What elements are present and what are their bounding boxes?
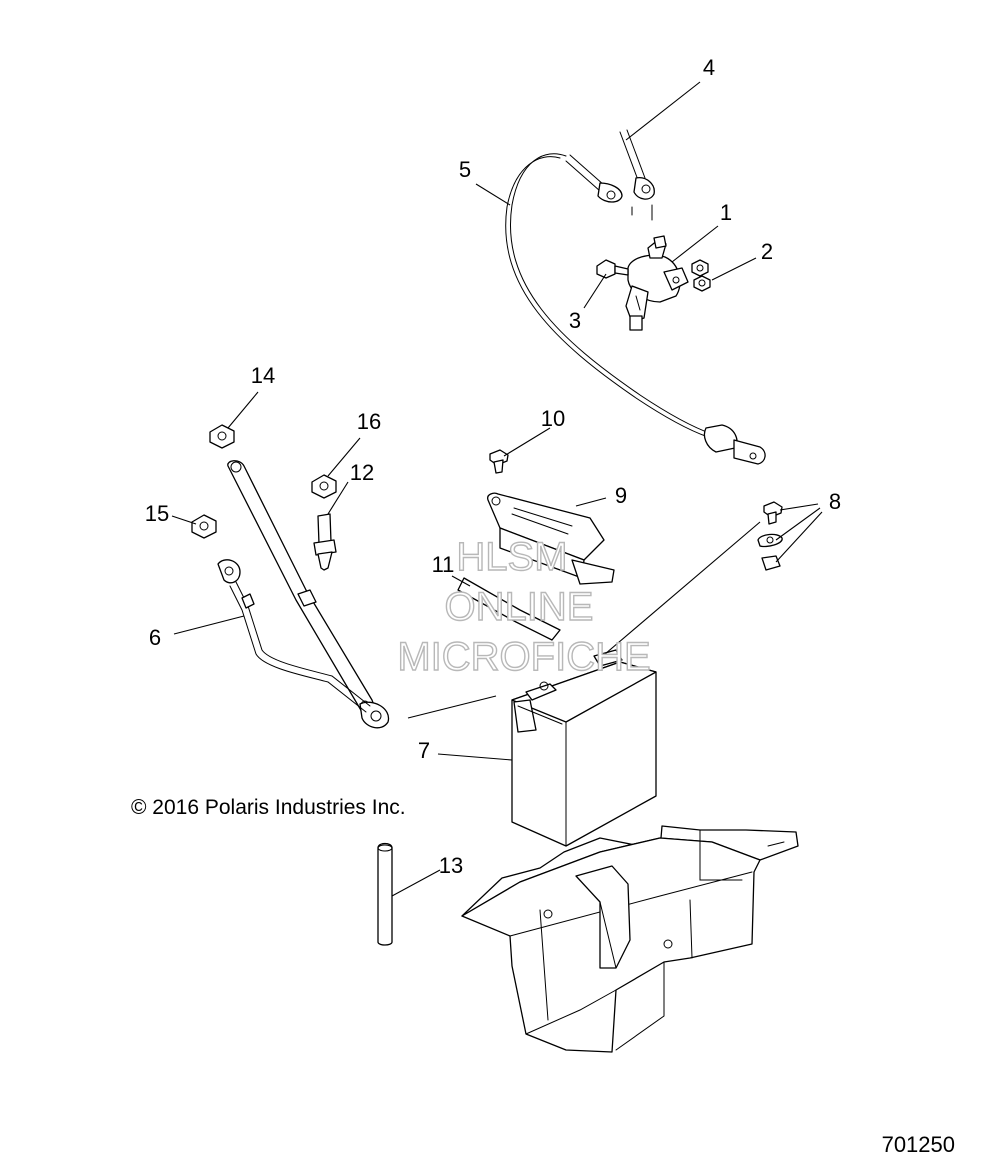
callout-7: 7 bbox=[418, 738, 430, 763]
callout-5: 5 bbox=[459, 157, 471, 182]
battery-7 bbox=[511, 649, 657, 847]
watermark-line-1: HLSM bbox=[456, 535, 567, 579]
drawing-number: 701250 bbox=[882, 1132, 955, 1157]
callouts: 1 2 3 4 5 6 7 8 9 10 11 12 13 14 15 16 bbox=[145, 55, 841, 878]
watermark-line-3: MICROFICHE bbox=[397, 635, 650, 679]
nut-15 bbox=[191, 514, 217, 539]
callout-1: 1 bbox=[720, 200, 732, 225]
battery-cable-5 bbox=[505, 153, 766, 465]
callout-12: 12 bbox=[350, 460, 374, 485]
callout-15: 15 bbox=[145, 501, 169, 526]
nuts-2 bbox=[691, 259, 711, 292]
callout-10: 10 bbox=[541, 406, 565, 431]
battery-strap bbox=[227, 460, 390, 729]
callout-13: 13 bbox=[439, 853, 463, 878]
nut-14 bbox=[209, 424, 235, 449]
callout-2: 2 bbox=[761, 239, 773, 264]
nut-16 bbox=[311, 474, 337, 499]
copyright-text: © 2016 Polaris Industries Inc. bbox=[131, 796, 406, 819]
pad-11 bbox=[457, 577, 561, 641]
callout-4: 4 bbox=[703, 55, 715, 80]
battery-tray bbox=[461, 825, 799, 1053]
bolt-10 bbox=[489, 449, 509, 474]
callout-3: 3 bbox=[569, 308, 581, 333]
rod-13 bbox=[377, 842, 393, 946]
watermark-line-2: ONLINE bbox=[445, 585, 594, 629]
leader-lines bbox=[171, 81, 823, 897]
watermark: HLSM ONLINE MICROFICHE bbox=[397, 534, 652, 679]
negative-cable-6 bbox=[217, 559, 371, 713]
bracket-9 bbox=[487, 492, 615, 585]
callout-6: 6 bbox=[149, 625, 161, 650]
screw-3 bbox=[596, 259, 629, 279]
relay-1 bbox=[625, 235, 689, 331]
callout-14: 14 bbox=[251, 363, 275, 388]
callout-8: 8 bbox=[829, 489, 841, 514]
hardware-8 bbox=[757, 501, 783, 571]
ground-cable-4 bbox=[565, 129, 655, 221]
callout-16: 16 bbox=[357, 409, 381, 434]
callout-11: 11 bbox=[432, 552, 455, 577]
callout-9: 9 bbox=[615, 483, 627, 508]
stud-12 bbox=[313, 513, 337, 571]
